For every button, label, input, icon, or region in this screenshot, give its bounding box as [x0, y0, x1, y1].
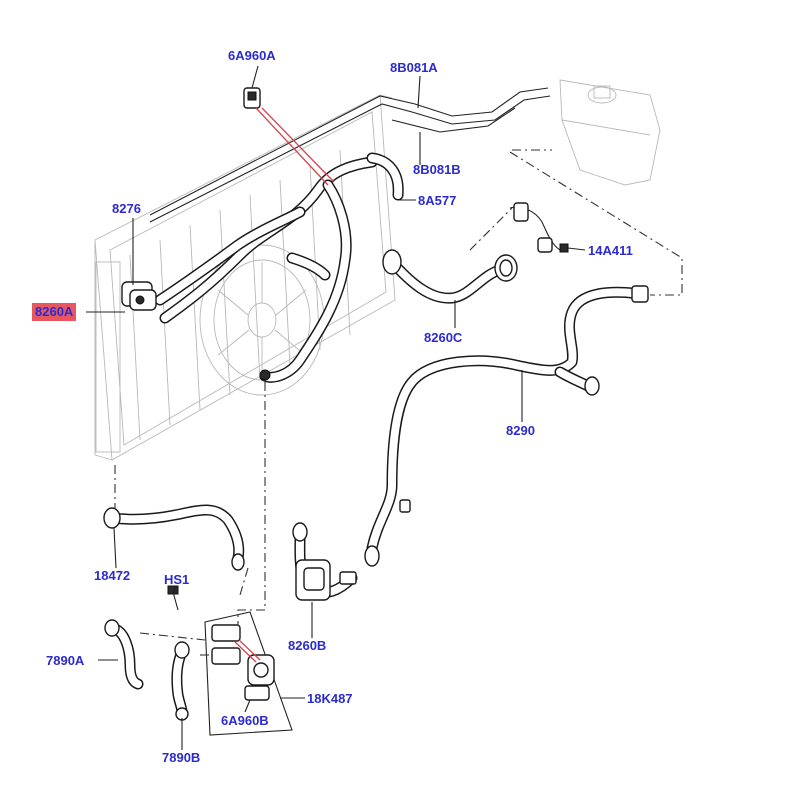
- label-8260A: 8260A: [32, 303, 77, 321]
- hoses-7890: [104, 619, 190, 721]
- label-6A960A: 6A960A: [228, 48, 276, 63]
- routing-lines: [114, 149, 683, 656]
- radiator-assembly: [94, 94, 396, 461]
- label-8290: 8290: [506, 423, 535, 438]
- hose-8260C: [382, 249, 518, 304]
- label-8260C: 8260C: [424, 330, 463, 345]
- label-6A960B: 6A960B: [221, 713, 269, 728]
- hose-18472: [103, 504, 245, 571]
- label-HS1: HS1: [164, 572, 190, 587]
- hose-8290: [364, 285, 649, 567]
- label-14A411: 14A411: [588, 243, 633, 258]
- label-8260B: 8260B: [288, 638, 327, 653]
- label-8B081A: 8B081A: [390, 60, 438, 75]
- valve-8260B: [292, 522, 358, 601]
- top-pipes: [149, 87, 551, 223]
- label-8A577: 8A577: [418, 193, 457, 208]
- label-8B081B: 8B081B: [413, 162, 461, 177]
- leader-lines: [86, 65, 586, 750]
- radiator-hoses: [121, 152, 404, 383]
- label-8276: 8276: [112, 201, 141, 216]
- bolt-HS1: [167, 585, 179, 611]
- clip-6A960A: [243, 87, 261, 109]
- label-18K487: 18K487: [307, 691, 353, 706]
- label-7890B: 7890B: [162, 750, 201, 765]
- expansion-tank: [559, 79, 661, 186]
- pump-assembly: [204, 611, 293, 736]
- sensor-14A411: [509, 202, 569, 253]
- label-18472: 18472: [94, 568, 131, 583]
- label-7890A: 7890A: [46, 653, 85, 668]
